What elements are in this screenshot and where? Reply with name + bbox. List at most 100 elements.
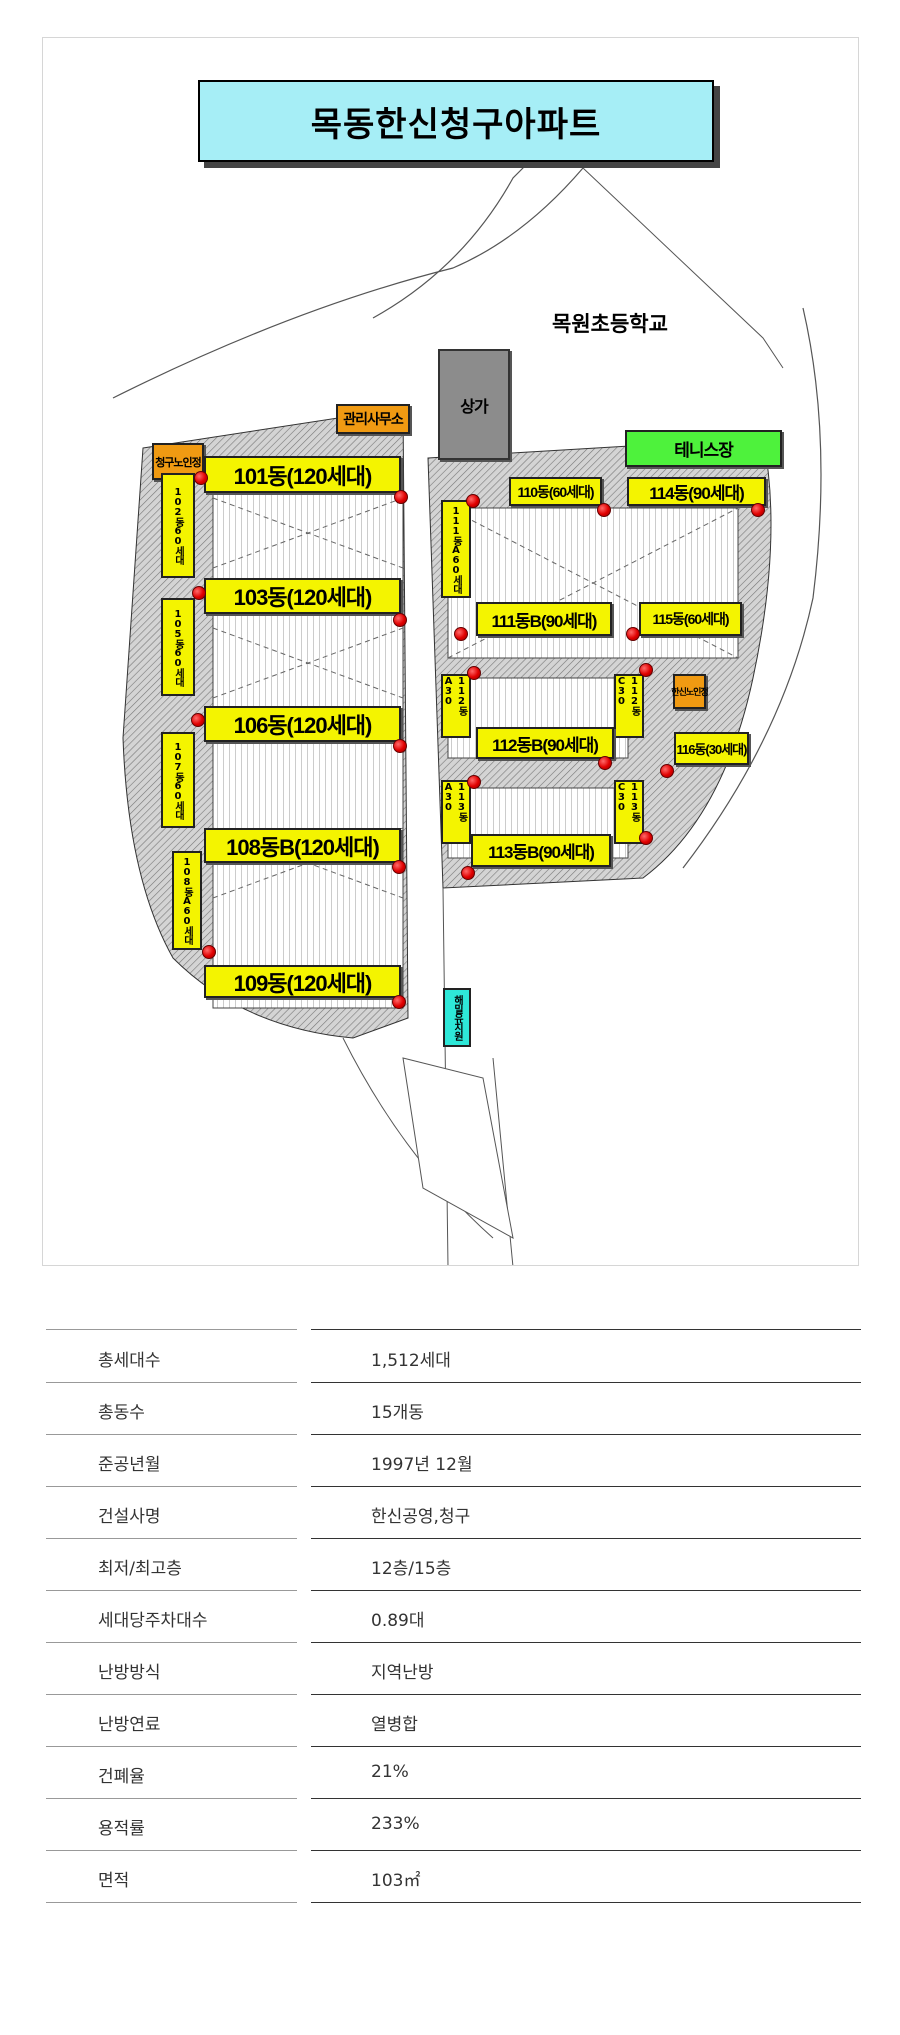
row-label: 총동수 [98,1403,145,1423]
row-label: 총세대수 [98,1351,161,1371]
building-112a: 112동A30 [441,674,471,738]
entrance-dot [393,613,407,627]
value-cell: 21% [311,1746,861,1799]
entrance-dot [597,503,611,517]
entrance-dot [639,831,653,845]
site-map: 목동한신청구아파트 목원초등학교 상가 관리사무소 테니스장 청구노인정 한신노… [42,37,859,1266]
building-110: 110동(60세대) [509,477,602,506]
entrance-dot [626,627,640,641]
building-106: 106동(120세대) [204,706,401,742]
building-109: 109동(120세대) [204,965,401,998]
table-top-border [46,1329,297,1330]
building-108b: 108동B(120세대) [204,828,401,863]
row-value: 0.89대 [371,1611,425,1631]
row-value: 1,512세대 [371,1351,451,1371]
shops-label: 상가 [438,349,510,460]
building-105: 105동60세대 [161,598,195,696]
value-cell: 1,512세대 [311,1330,861,1383]
row-value: 103㎡ [371,1871,421,1891]
value-cell: 233% [311,1798,861,1851]
table-row: 면적 103㎡ [0,1850,900,1903]
building-113c: 113동C30 [614,780,644,844]
label-cell: 건폐율 [46,1746,297,1799]
row-label: 용적률 [98,1819,145,1839]
entrance-dot [202,945,216,959]
value-cell: 12층/15층 [311,1538,861,1591]
road-line [682,307,822,869]
row-label: 면적 [98,1871,130,1891]
building-113b: 113동B(90세대) [471,834,611,867]
row-label: 최저/최고층 [98,1559,182,1579]
table-row: 난방연료 열병합 [0,1694,900,1747]
table-row: 총세대수 1,512세대 [0,1330,900,1383]
table-row: 총동수 15개동 [0,1382,900,1435]
row-value: 15개동 [371,1403,424,1423]
building-103: 103동(120세대) [204,578,401,614]
row-value: 1997년 12월 [371,1455,473,1475]
entrance-dot [392,995,406,1009]
label-cell: 면적 [46,1850,297,1903]
building-112c: 112동C30 [614,674,644,738]
label-cell: 난방방식 [46,1642,297,1695]
building-114: 114동(90세대) [627,477,766,506]
entrance-dot [598,756,612,770]
building-108a: 108동A60세대 [172,851,202,950]
building-107: 107동60세대 [161,732,195,828]
tennis-court-label: 테니스장 [625,430,782,467]
label-cell: 준공년월 [46,1434,297,1487]
entrance-dot [454,627,468,641]
road-line [112,167,584,399]
building-116: 116동(30세대) [674,732,749,765]
entrance-dot [751,503,765,517]
building-115: 115동(60세대) [639,602,742,636]
label-cell: 용적률 [46,1798,297,1851]
row-label: 난방연료 [98,1715,161,1735]
entrance-dot [639,663,653,677]
label-cell: 건설사명 [46,1486,297,1539]
value-cell: 1997년 12월 [311,1434,861,1487]
table-row: 건폐율 21% [0,1746,900,1799]
south-lot [402,1057,514,1239]
building-102: 102동60세대 [161,473,195,578]
entrance-dot [393,739,407,753]
row-label: 세대당주차대수 [98,1611,208,1631]
building-111a: 111동A60세대 [441,500,471,598]
school-label: 목원초등학교 [552,312,668,336]
table-row: 세대당주차대수 0.89대 [0,1590,900,1643]
row-value: 12층/15층 [371,1559,452,1579]
road-line [582,167,784,369]
value-cell: 15개동 [311,1382,861,1435]
table-row: 건설사명 한신공영,청구 [0,1486,900,1539]
entrance-dot [467,666,481,680]
value-cell: 지역난방 [311,1642,861,1695]
row-value: 열병합 [371,1715,418,1735]
label-cell: 총동수 [46,1382,297,1435]
building-113a: 113동A30 [441,780,471,844]
table-row: 준공년월 1997년 12월 [0,1434,900,1487]
row-value: 233% [371,1814,420,1834]
entrance-dot [194,471,208,485]
entrance-dot [660,764,674,778]
entrance-dot [392,860,406,874]
table-row: 최저/최고층 12층/15층 [0,1538,900,1591]
building-111b: 111동B(90세대) [476,602,612,636]
table-top-border [311,1329,861,1330]
building-101: 101동(120세대) [204,456,401,493]
table-row: 용적률 233% [0,1798,900,1851]
row-label: 준공년월 [98,1455,161,1475]
entrance-dot [466,494,480,508]
label-cell: 최저/최고층 [46,1538,297,1591]
entrance-dot [461,866,475,880]
label-cell: 난방연료 [46,1694,297,1747]
row-value: 한신공영,청구 [371,1507,471,1527]
kindergarten-label: 해밀유치원 [443,988,471,1047]
entrance-dot [394,490,408,504]
value-cell: 한신공영,청구 [311,1486,861,1539]
senior-center-2-label: 한신노인정 [671,674,709,709]
road-line [372,137,554,319]
label-cell: 총세대수 [46,1330,297,1383]
building-112b: 112동B(90세대) [476,727,614,759]
value-cell: 0.89대 [311,1590,861,1643]
map-title: 목동한신청구아파트 [198,80,714,162]
row-value: 지역난방 [371,1663,434,1683]
